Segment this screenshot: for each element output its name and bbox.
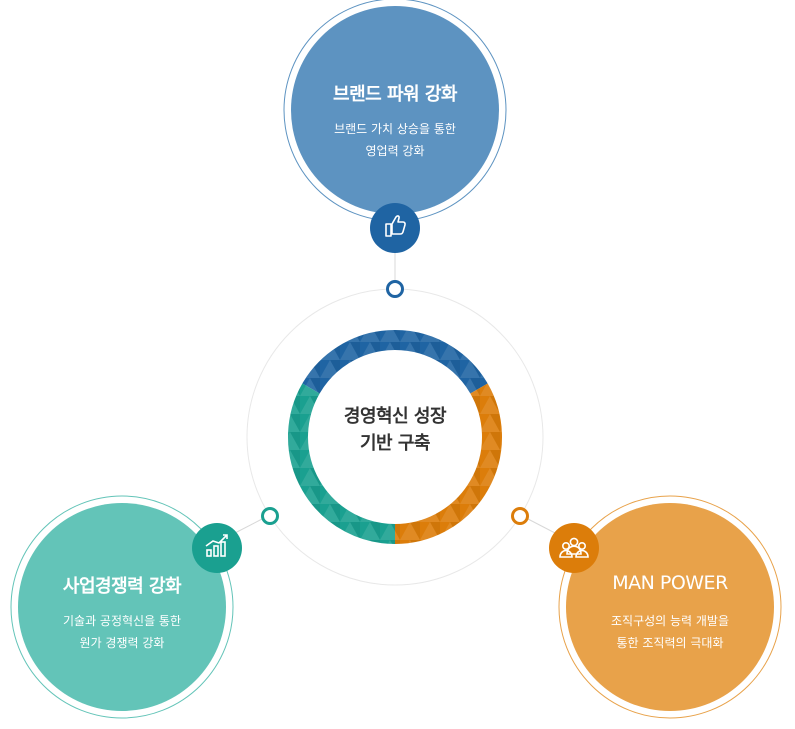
connector-node-manpower xyxy=(511,507,529,525)
business-description: 기술과 공정혁신을 통한 원가 경쟁력 강화 xyxy=(22,610,222,654)
center-title-line-2: 기반 구축 xyxy=(359,433,431,454)
donut-texture-brand xyxy=(302,330,488,394)
business-circle[interactable] xyxy=(18,503,226,711)
business-title: 사업경쟁력 강화 xyxy=(62,576,182,597)
manpower-description: 조직구성의 능력 개발을 통한 조직력의 극대화 xyxy=(570,610,770,654)
donut-texture-business xyxy=(288,383,396,544)
connector-line-manpower xyxy=(527,518,556,534)
brand-title: 브랜드 파워 강화 xyxy=(333,84,457,105)
center-title-line-1: 경영혁신 성장 xyxy=(343,406,447,427)
business-desc-line-1: 기술과 공정혁신을 통한 xyxy=(62,614,182,628)
manpower-desc-line-1: 조직구성의 능력 개발을 xyxy=(610,614,730,628)
brand-desc-line-1: 브랜드 가치 상승을 통한 xyxy=(334,122,456,136)
connector-node-brand xyxy=(386,280,404,298)
connector-line-business xyxy=(234,518,263,534)
donut-texture-manpower xyxy=(394,383,502,544)
connector-node-business xyxy=(261,507,279,525)
manpower-circle[interactable] xyxy=(566,503,774,711)
manpower-title: MAN POWER xyxy=(612,572,728,594)
brand-circle[interactable] xyxy=(291,6,499,214)
manpower-circle-outline xyxy=(558,495,782,719)
center-donut xyxy=(288,330,502,544)
thumbs-up-icon xyxy=(370,203,420,253)
center-title: 경영혁신 성장 기반 구축 xyxy=(320,403,470,457)
business-desc-line-2: 원가 경쟁력 강화 xyxy=(79,636,165,650)
manpower-desc-line-2: 통한 조직력의 극대화 xyxy=(616,636,724,650)
people-icon xyxy=(549,523,599,573)
business-circle-outline xyxy=(10,495,234,719)
brand-desc-line-2: 영업력 강화 xyxy=(365,144,425,158)
brand-description: 브랜드 가치 상승을 통한 영업력 강화 xyxy=(295,118,495,162)
bar-chart-icon xyxy=(192,523,242,573)
